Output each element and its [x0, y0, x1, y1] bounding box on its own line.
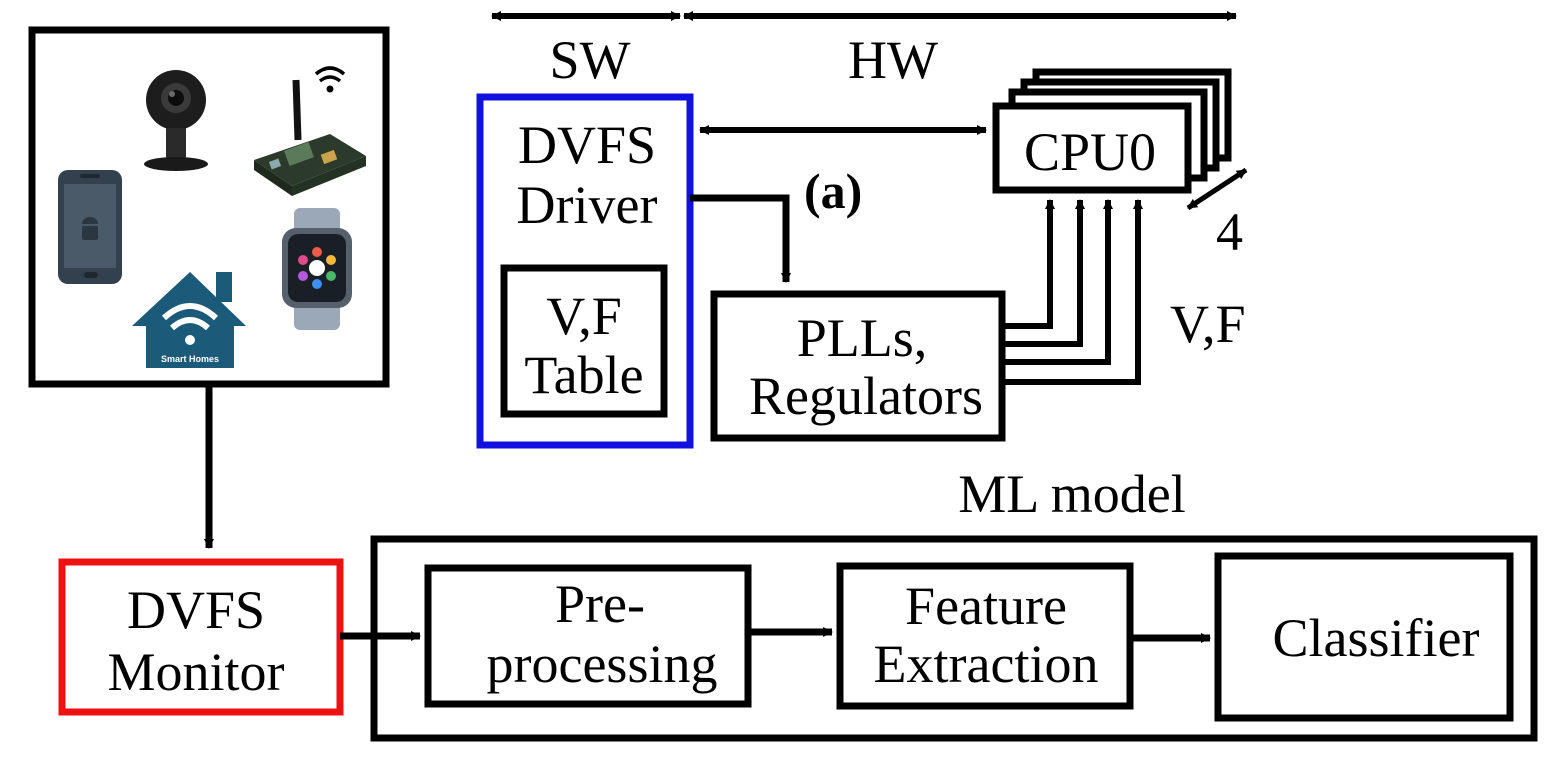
preprocessing-box: [424, 564, 752, 708]
feature-label-line2: Extraction: [874, 634, 1099, 694]
annotation-a: (a): [804, 163, 862, 219]
dvfs-driver-label-line2: Driver: [517, 175, 658, 235]
vf-table-label-line1: V,F: [546, 286, 622, 346]
pll-regulators-box: [710, 290, 1006, 442]
cpu-stack: [992, 68, 1232, 194]
driver-to-pll-arrow: [690, 194, 791, 283]
cpu0-box: [992, 102, 1192, 194]
classifier-box: [1214, 552, 1514, 722]
smartwatch-icon: [282, 208, 352, 330]
pll-label-line2: Regulators: [749, 366, 983, 426]
vf-signal-label: V,F: [1170, 294, 1246, 354]
dvfs-driver-label-line1: DVFS: [518, 115, 656, 175]
pll-label-line1: PLLs,: [797, 308, 928, 368]
classifier-label: Classifier: [1273, 608, 1480, 668]
vf-table-box: [500, 264, 668, 418]
smart-homes-badge: Smart Homes: [161, 354, 219, 364]
wifi-icon: [314, 66, 346, 93]
vf-signal-arrows: [1002, 199, 1143, 385]
preproc-label-line1: Pre-: [555, 574, 645, 634]
cpu-count-label: 4: [1216, 202, 1243, 262]
preproc-label-line2: processing: [487, 634, 718, 694]
dvfs-monitor-label-line2: Monitor: [107, 642, 284, 702]
security-camera-icon: [144, 70, 208, 171]
hw-label: HW: [848, 30, 938, 90]
iot-board-icon: [254, 79, 366, 196]
smartphone-icon: [58, 170, 122, 284]
cpu0-label: CPU0: [1024, 122, 1156, 182]
ml-model-title: ML model: [958, 464, 1185, 524]
feature-label-line1: Feature: [905, 576, 1067, 636]
smart-home-icon: Smart Homes: [132, 272, 246, 368]
feature-extraction-box: [836, 562, 1134, 710]
sw-label: SW: [550, 30, 631, 90]
dvfs-monitor-label-line1: DVFS: [127, 580, 265, 640]
vf-table-label-line2: Table: [524, 345, 643, 405]
cpu-count-arrow: [1186, 167, 1248, 211]
